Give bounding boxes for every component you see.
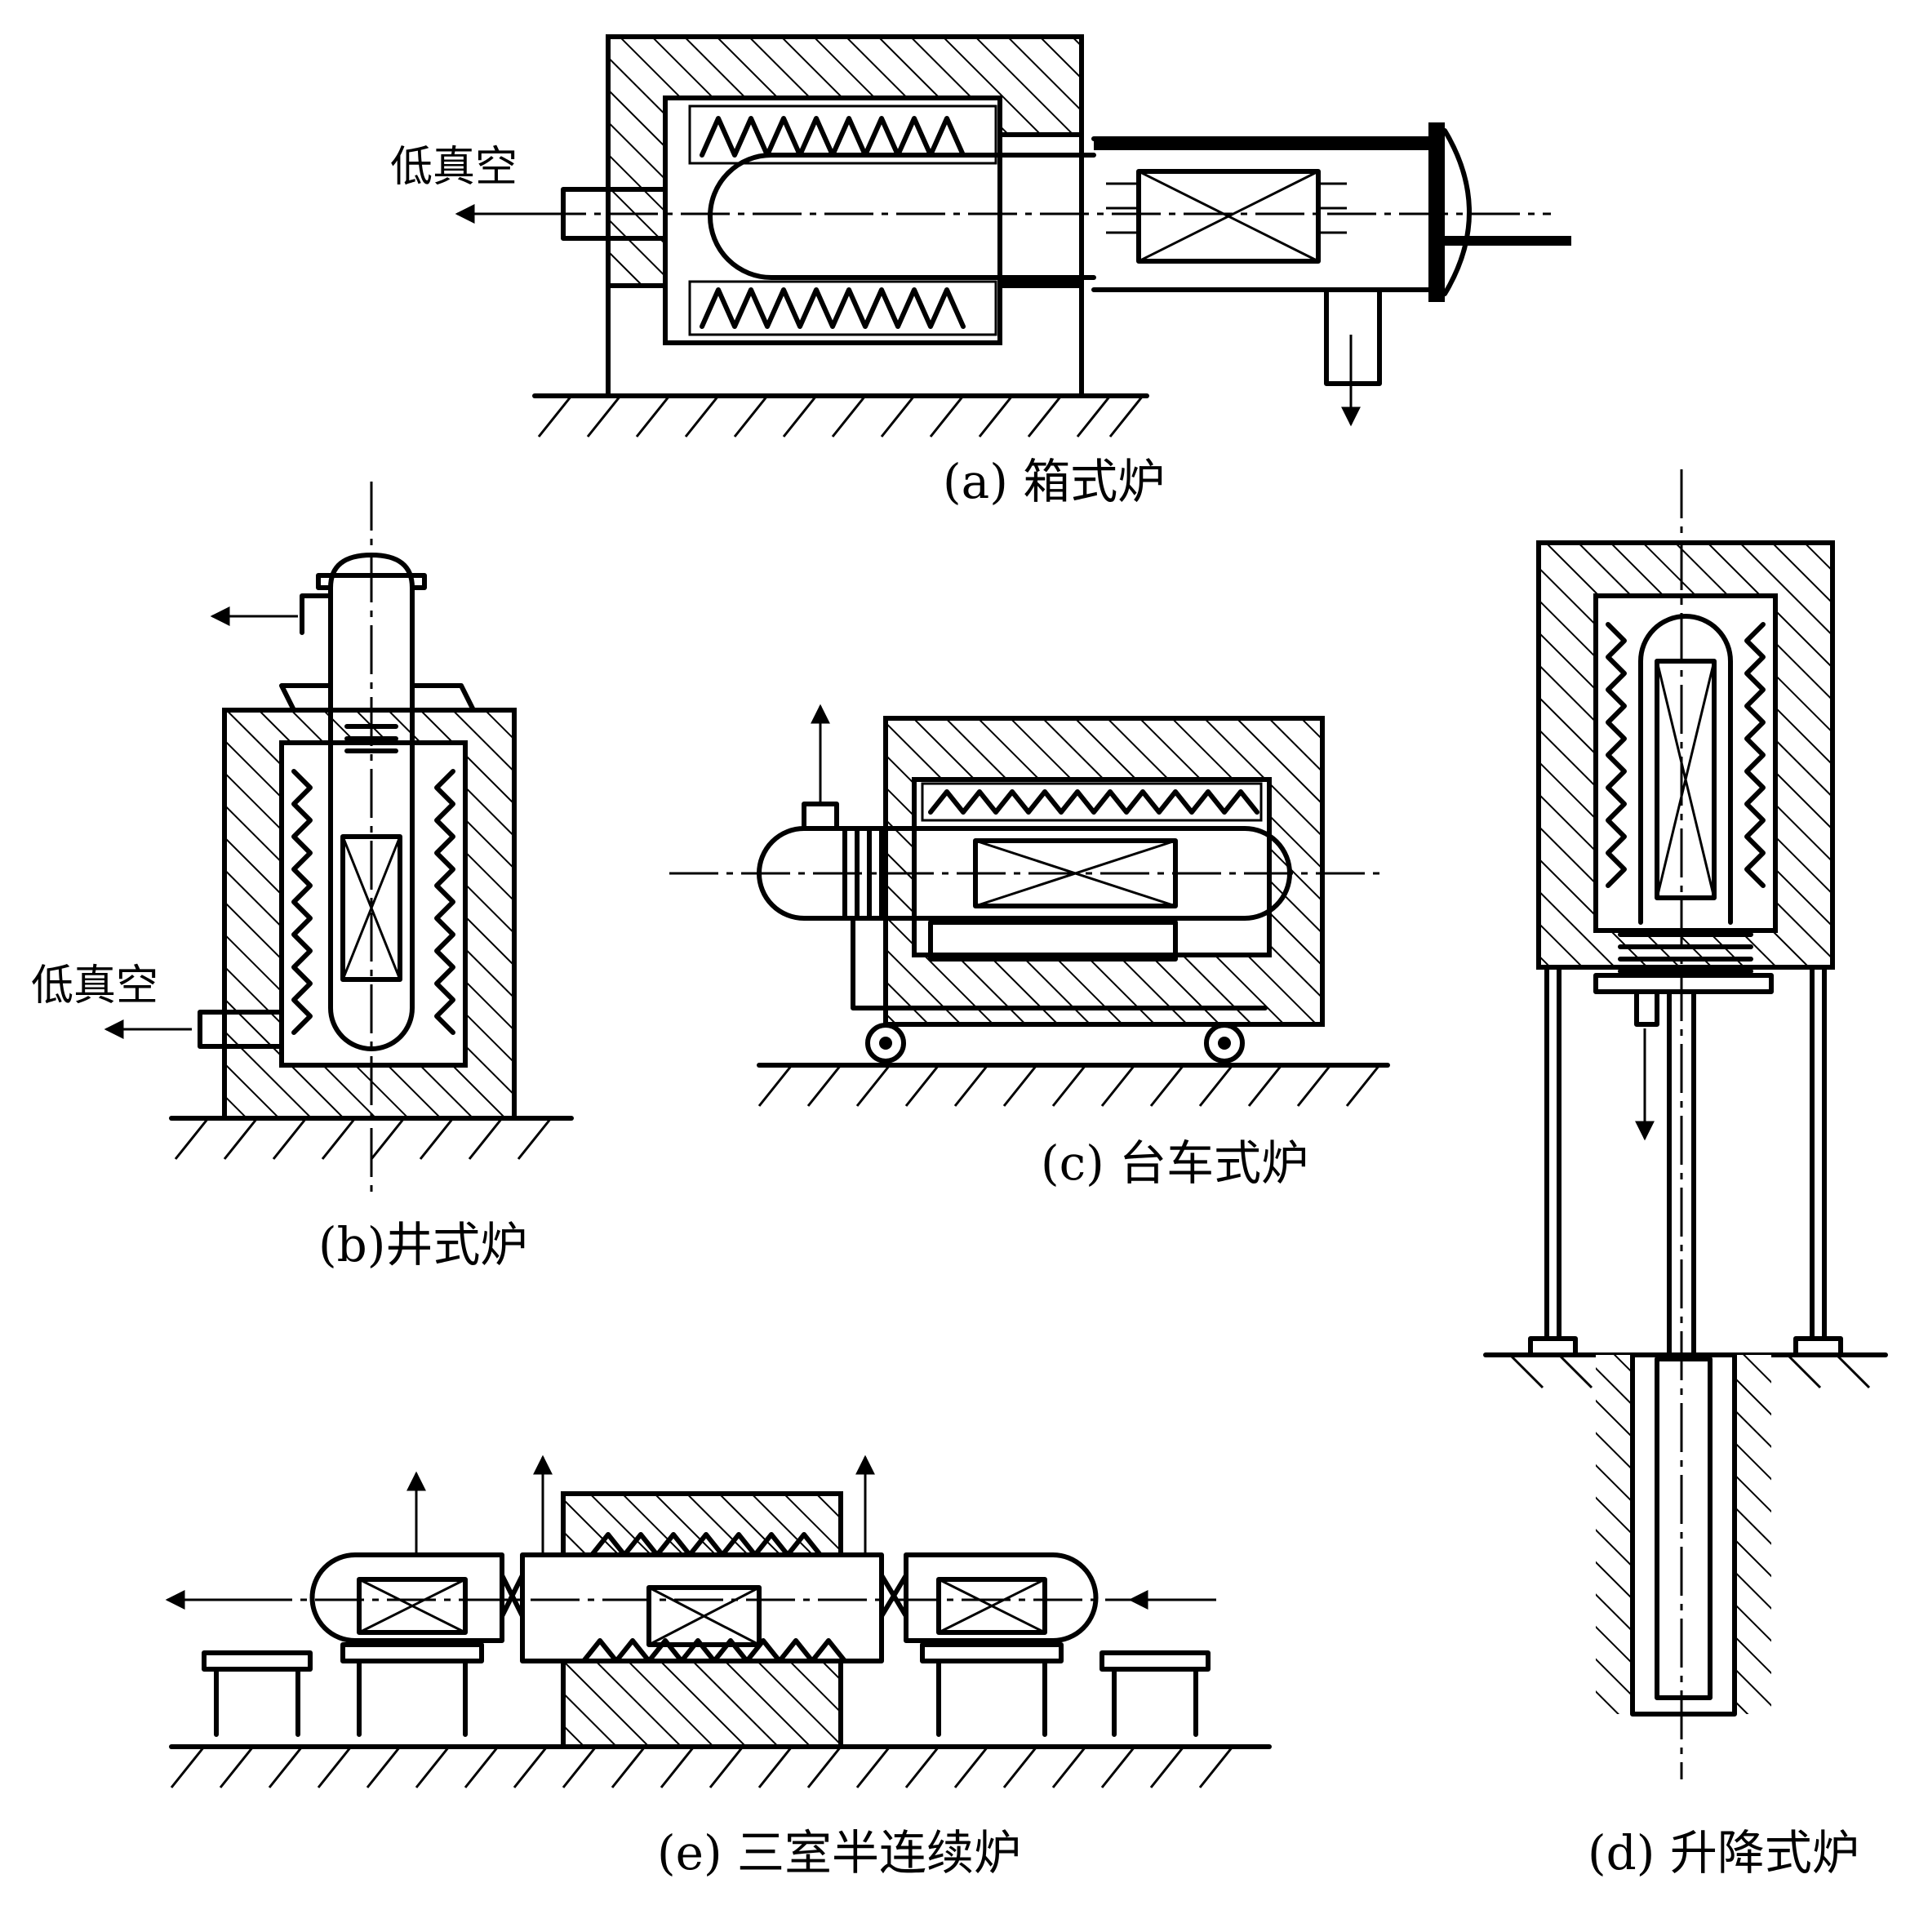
- ground-hatch: [537, 395, 1144, 437]
- lifting-rod: [1667, 989, 1696, 1361]
- caption-c: (c) 台车式炉: [1041, 1135, 1308, 1191]
- diagram-c-car-bottom-furnace: (c) 台车式炉: [669, 704, 1390, 1191]
- radiation-shields-a: [1106, 182, 1347, 234]
- caption-d: (d) 升降式炉: [1588, 1825, 1859, 1881]
- vacuum-label-b: 低真空: [31, 962, 158, 1010]
- left-heater-coil: [291, 769, 313, 1035]
- retort-d: [1638, 614, 1733, 925]
- bottom-heater-coil: [700, 287, 966, 329]
- wheel-right: [1204, 1023, 1245, 1064]
- diagram-d-elevator-furnace: (d) 升降式炉: [1483, 469, 1888, 1881]
- workpiece-cross-a: [1138, 170, 1319, 263]
- exhaust-port-d: [1634, 989, 1659, 1027]
- ground-hatch: [174, 1117, 553, 1160]
- insulation-housing-top: [561, 1491, 843, 1557]
- right-heater-coil-d: [1744, 622, 1766, 888]
- ground-hatch: [757, 1064, 1381, 1107]
- vacuum-pipe-b: [198, 1010, 284, 1049]
- diagram-b-pit-furnace: 低真空 (b)井式炉: [31, 482, 574, 1272]
- diagram-a-box-furnace: 低真空 (a) 箱式炉: [390, 34, 1571, 509]
- retort-head: [316, 553, 427, 590]
- housing-outline: [606, 34, 1084, 398]
- top-heater-coil-c: [928, 789, 1259, 815]
- pit-outline: [1630, 1352, 1737, 1717]
- diagram-e-three-chamber-furnace: (e) 三室半连续炉: [165, 1455, 1272, 1881]
- top-heater-coil-e: [589, 1532, 823, 1557]
- heating-chamber: [663, 95, 1002, 345]
- wheel-left: [865, 1023, 906, 1064]
- workpiece-box-e-right: [936, 1577, 1047, 1635]
- gate-valve-right: [879, 1573, 908, 1619]
- car-hearth: [928, 920, 1178, 962]
- workpiece-cross-e-center: [648, 1586, 760, 1646]
- exhaust-pipe-a: [1324, 287, 1382, 386]
- right-loading-chamber: [904, 1552, 1099, 1643]
- top-heater: [688, 104, 997, 165]
- wheel-right-hub: [1218, 1037, 1231, 1050]
- caption-a: (a) 箱式炉: [943, 454, 1165, 509]
- workpiece-box-d: [1655, 659, 1717, 900]
- lifting-cylinder: [1655, 1357, 1713, 1700]
- workpiece-cross-e-left: [358, 1578, 466, 1634]
- floor-hatch: [1508, 1353, 1871, 1389]
- heating-chamber: [1593, 593, 1778, 933]
- exhaust-port-b: [300, 593, 333, 635]
- insulation-housing-bottom: [561, 1659, 843, 1749]
- gate-valve-left: [500, 1573, 525, 1619]
- door-dome: [1442, 128, 1472, 296]
- bottom-seal-stack: [1618, 932, 1753, 974]
- pit-wall-hatch: [1596, 1355, 1771, 1714]
- workpiece-cross-e-right: [938, 1578, 1046, 1634]
- bottom-flange: [1593, 973, 1774, 994]
- exhaust-port-c: [802, 802, 839, 831]
- caption-e: (e) 三室半连续炉: [657, 1825, 1021, 1881]
- left-heater-coil-d: [1606, 622, 1627, 888]
- bottom-heater: [688, 280, 997, 336]
- workpiece-box-e-left: [357, 1577, 468, 1635]
- door-flange: [1428, 122, 1445, 302]
- support-legs: [1544, 965, 1827, 1341]
- central-heating-chamber: [520, 1552, 884, 1663]
- workpiece-box-b: [340, 834, 402, 982]
- workpiece-cross-b: [341, 836, 402, 980]
- caption-b: (b)井式炉: [318, 1217, 527, 1272]
- cold-chamber-wall-top: [1094, 139, 1437, 150]
- retort-tube: [708, 153, 1096, 280]
- left-cooling-chamber: [309, 1552, 504, 1643]
- retort-c: [757, 826, 1292, 921]
- ground-hatch: [170, 1746, 1234, 1788]
- wheel-left-hub: [879, 1037, 892, 1050]
- workpiece-box-a: [1136, 169, 1321, 264]
- lid-shoulder: [279, 683, 476, 713]
- retort-b: [328, 585, 415, 1051]
- vacuum-label-a: 低真空: [390, 143, 518, 192]
- right-heater-coil: [434, 769, 455, 1035]
- workpiece-box-e-center: [646, 1585, 762, 1647]
- top-heater-c: [921, 782, 1263, 822]
- roller-tables: [202, 1642, 1211, 1737]
- workpiece-cross-d: [1655, 660, 1716, 899]
- car-frame: [851, 916, 1268, 1010]
